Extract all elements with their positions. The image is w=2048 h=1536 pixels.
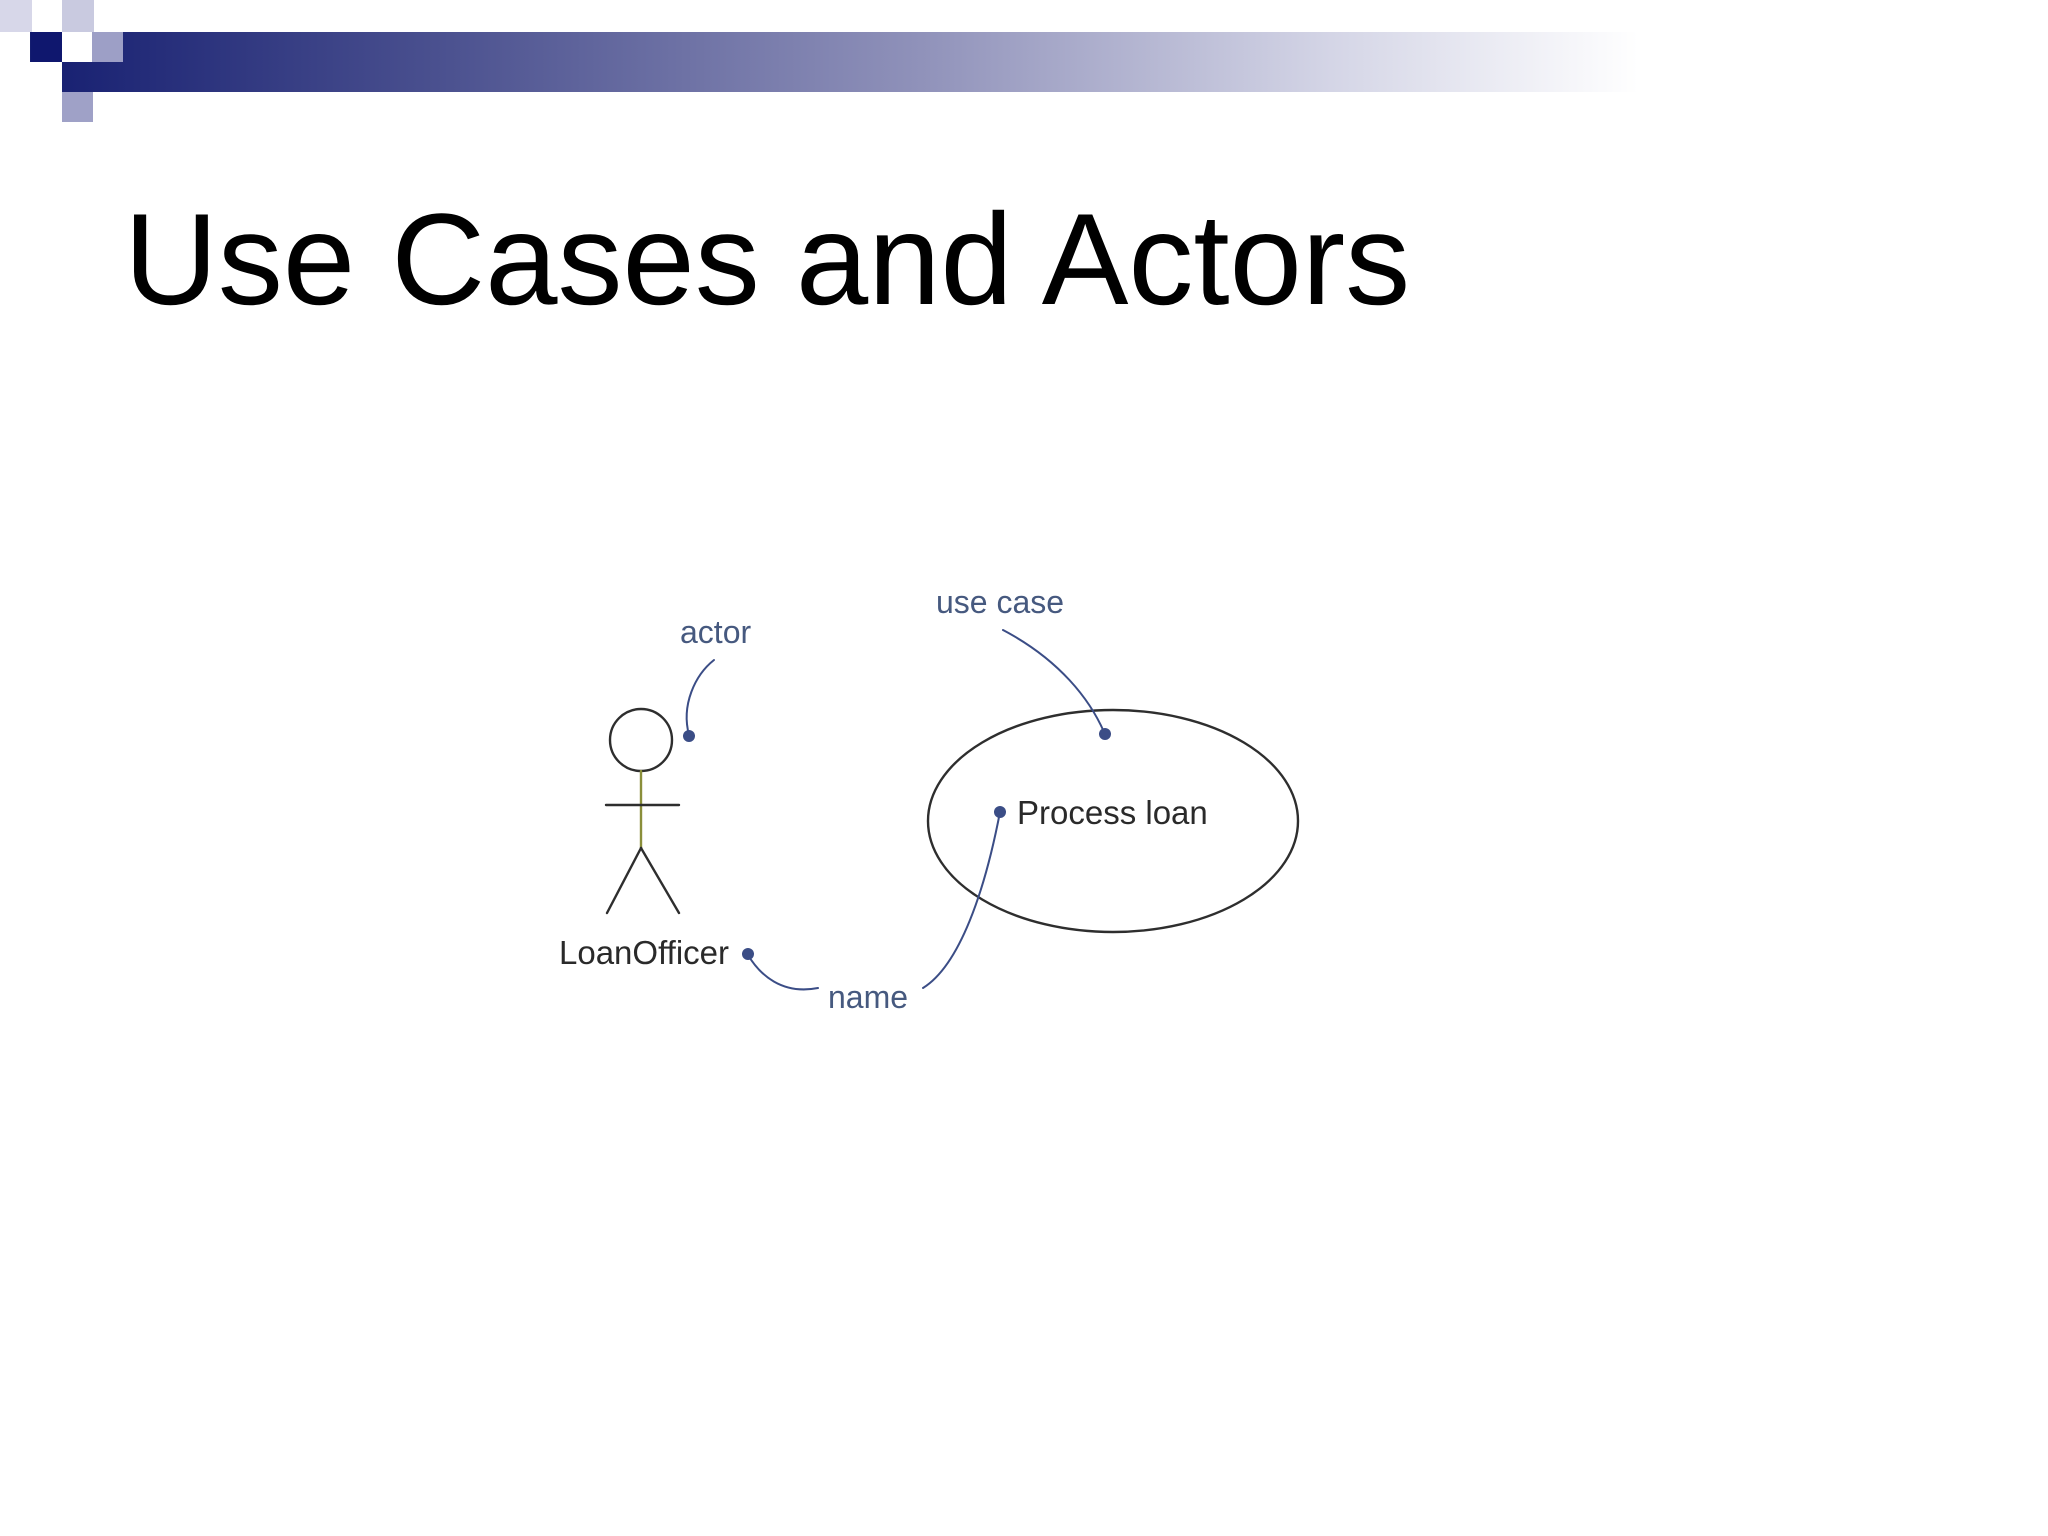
header-square-light-3	[0, 62, 62, 122]
actor-name-label: LoanOfficer	[559, 934, 729, 971]
actor-head	[608, 707, 674, 773]
header-square-dark	[31, 32, 62, 62]
header-square-white	[62, 32, 92, 62]
use-case-ellipse	[926, 708, 1300, 934]
slide-title: Use Cases and Actors	[124, 186, 1411, 332]
actor-callout-label: actor	[680, 614, 751, 650]
actor-right-leg	[639, 846, 681, 915]
actor-callout-dot	[683, 730, 695, 742]
header-square-mid-1	[62, 0, 94, 32]
name-callout-label: name	[828, 979, 908, 1015]
use-case-callout-line	[1002, 629, 1105, 733]
name-callout-dot-actor	[742, 948, 754, 960]
header-gradient-band	[0, 32, 2048, 92]
actor-stick-figure	[604, 707, 681, 915]
name-callout-line-to-actor	[747, 954, 819, 991]
actor-callout-line	[685, 659, 715, 736]
name-callout-dot-use-case	[994, 806, 1006, 818]
header-square-mid-2	[92, 32, 123, 62]
actor-left-leg	[605, 846, 643, 915]
header-square-mid-3	[62, 92, 93, 122]
header-square-light-1	[0, 0, 32, 32]
name-callout-line-to-use-case	[922, 811, 1001, 989]
use-case-name-label: Process loan	[1017, 794, 1208, 831]
use-case-callout-label: use case	[936, 584, 1064, 620]
use-case-callout-dot	[1099, 728, 1111, 740]
